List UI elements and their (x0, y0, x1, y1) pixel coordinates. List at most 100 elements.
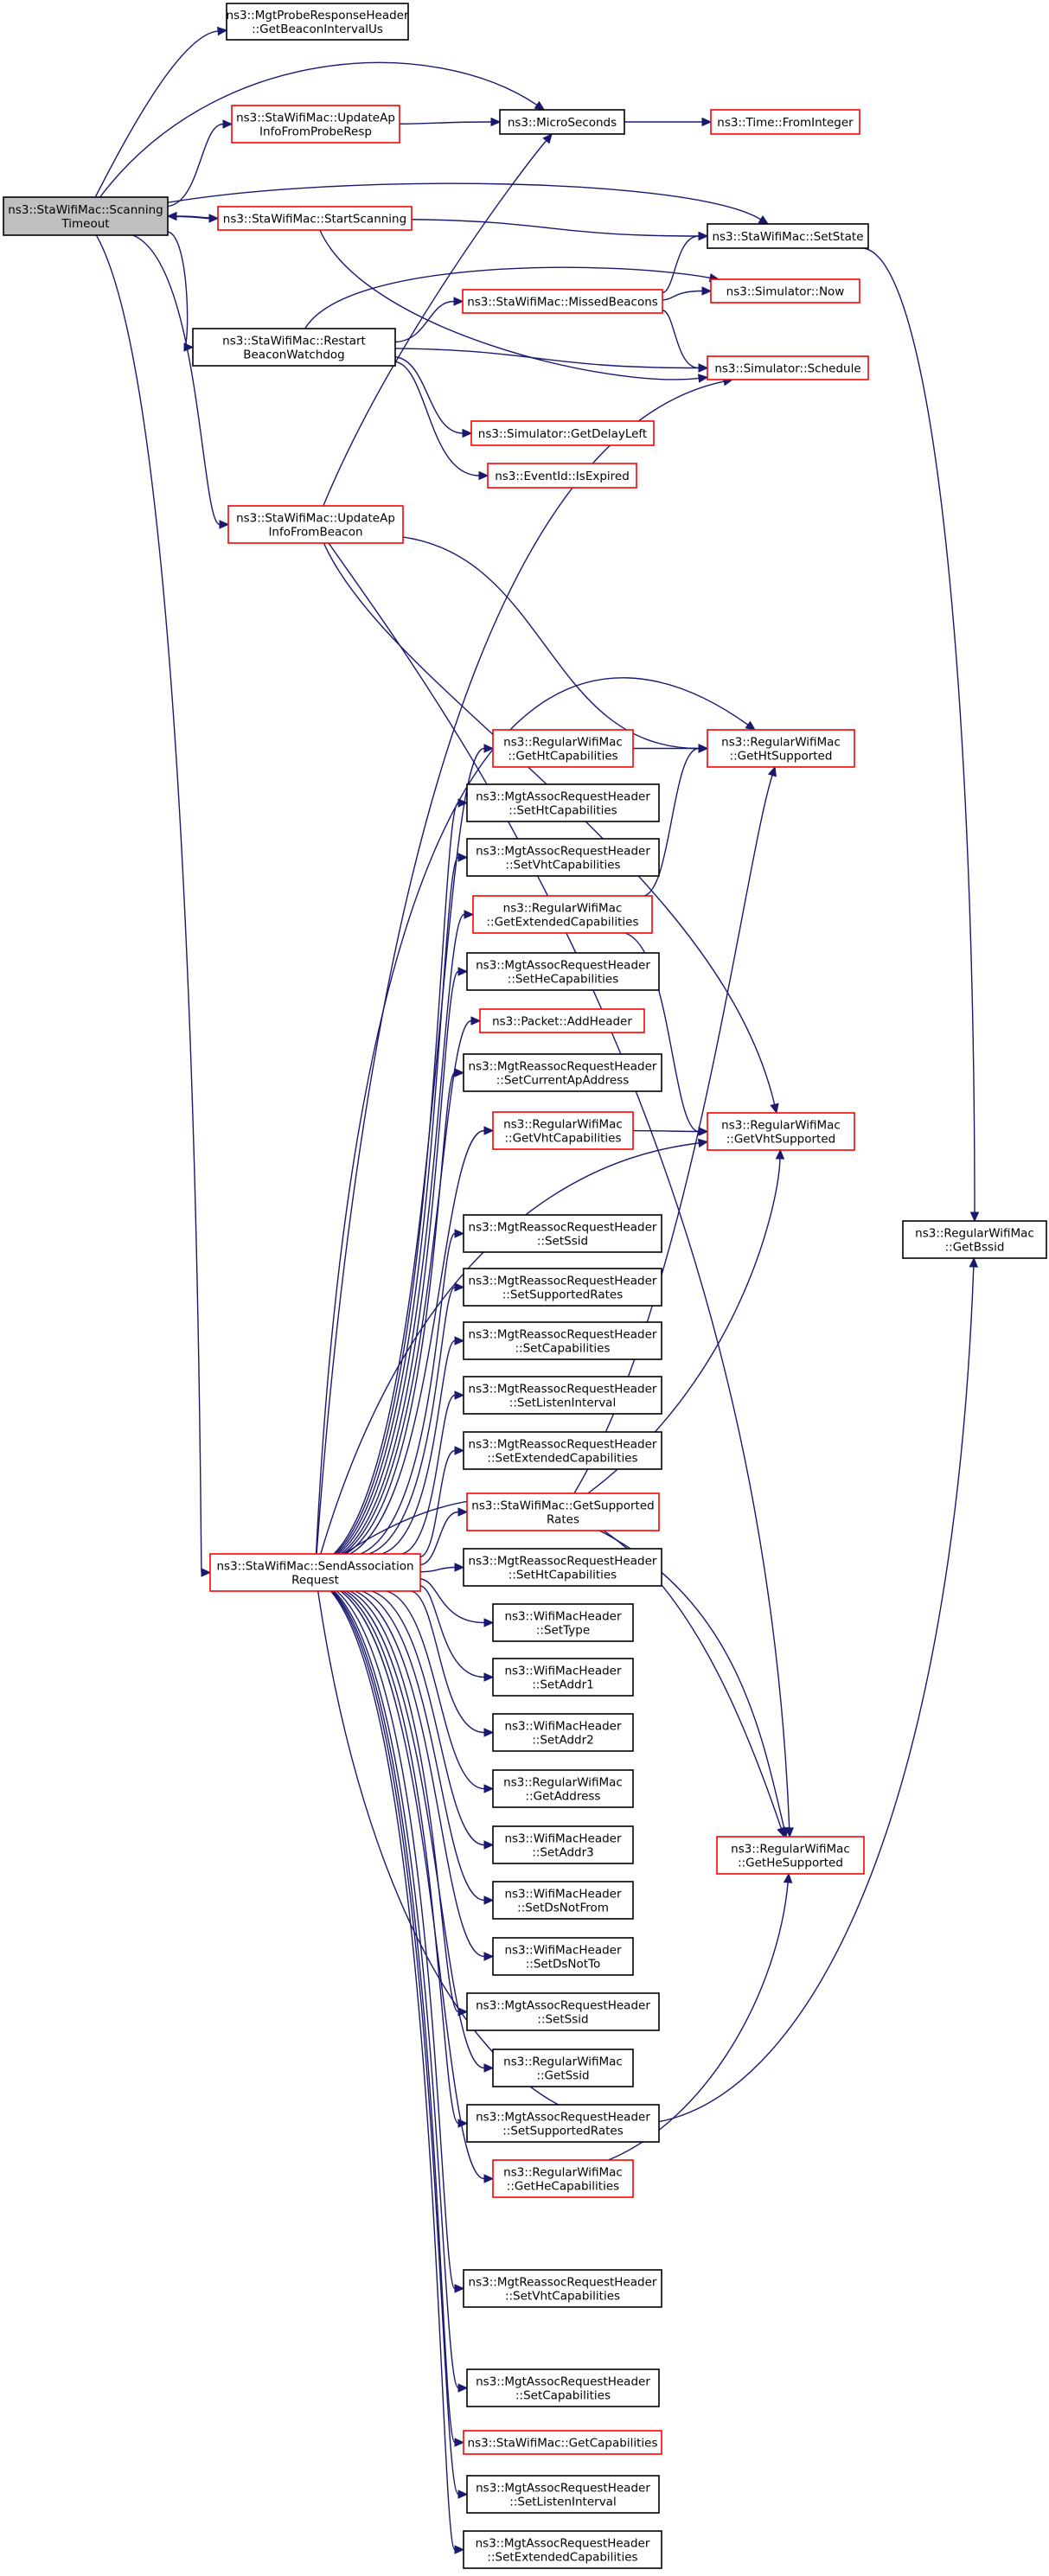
node-get_htcap[interactable]: ns3::RegularWifiMac::GetHtCapabilities (492, 729, 634, 768)
node-label-reassoc_setvht-line-1: ::SetVhtCapabilities (505, 2290, 620, 2304)
node-get_vhtcap[interactable]: ns3::RegularWifiMac::GetVhtCapabilities (492, 1111, 634, 1150)
node-reassoc_setssid[interactable]: ns3::MgtReassocRequestHeader::SetSsid (463, 1214, 662, 1253)
edge-sendassoc-to-settype (419, 1578, 485, 1624)
node-hesup[interactable]: ns3::RegularWifiMac::GetHeSupported (716, 1836, 865, 1875)
node-label-reassoc_setext-line-0: ns3::MgtReassocRequestHeader (469, 1438, 657, 1452)
node-label-reassoc_setht-line-1: ::SetHtCapabilities (509, 1569, 617, 1582)
node-box-assoc_setssid (466, 1992, 660, 2031)
node-box-getcaps (463, 2430, 662, 2455)
node-assoc_setssid[interactable]: ns3::MgtAssocRequestHeader::SetSsid (466, 1992, 660, 2031)
node-probe[interactable]: ns3::MgtProbeResponseHeader::GetBeaconIn… (226, 3, 409, 41)
node-getcaps[interactable]: ns3::StaWifiMac::GetCapabilities (463, 2430, 662, 2455)
node-assoc_setvht[interactable]: ns3::MgtAssocRequestHeader::SetVhtCapabi… (466, 838, 660, 877)
node-setstate[interactable]: ns3::StaWifiMac::SetState (707, 223, 869, 249)
node-vhtsup[interactable]: ns3::RegularWifiMac::GetVhtSupported (707, 1112, 855, 1151)
node-label-now-line-0: ns3::Simulator::Now (726, 285, 845, 299)
edge-sendassoc-to-addheader (342, 1020, 472, 1555)
node-reassoc_setvht[interactable]: ns3::MgtReassocRequestHeader::SetVhtCapa… (463, 2269, 662, 2308)
node-getaddress[interactable]: ns3::RegularWifiMac::GetAddress (492, 1769, 634, 1808)
node-addheader[interactable]: ns3::Packet::AddHeader (479, 1008, 645, 1033)
node-expired[interactable]: ns3::EventId::IsExpired (487, 463, 637, 489)
node-box-settype (492, 1603, 634, 1642)
node-settype[interactable]: ns3::WifiMacHeader::SetType (492, 1603, 634, 1642)
node-label-reassoc_setht-line-0: ns3::MgtReassocRequestHeader (469, 1555, 657, 1569)
arrowhead-sendassoc-to-reassoc_setlisten (454, 1390, 465, 1400)
edge-get_vhtcap-to-vhtsup (632, 1129, 700, 1133)
node-label-reassoc_setcaps-line-0: ns3::MgtReassocRequestHeader (469, 1328, 657, 1342)
node-startscan[interactable]: ns3::StaWifiMac::StartScanning (217, 206, 413, 231)
node-delay[interactable]: ns3::Simulator::GetDelayLeft (470, 420, 655, 446)
arrowhead-sendassoc-to-assoc_setlisten (457, 2490, 469, 2499)
node-label-htsup-line-0: ns3::RegularWifiMac (721, 736, 841, 750)
node-assoc_setht[interactable]: ns3::MgtAssocRequestHeader::SetHtCapabil… (466, 783, 660, 822)
node-reassoc_setlisten[interactable]: ns3::MgtReassocRequestHeader::SetListenI… (463, 1376, 662, 1415)
node-schedule[interactable]: ns3::Simulator::Schedule (707, 355, 869, 380)
node-label-reassoc_setcur-line-0: ns3::MgtReassocRequestHeader (469, 1060, 657, 1074)
edge-sendassoc-to-reassoc_setht (419, 1566, 456, 1573)
node-setaddr1[interactable]: ns3::WifiMacHeader::SetAddr1 (492, 1658, 634, 1697)
node-assoc_setrates[interactable]: ns3::MgtAssocRequestHeader::SetSupported… (466, 2104, 660, 2143)
node-label-setaddr1-line-1: ::SetAddr1 (532, 1678, 594, 1692)
node-setdsnotfrom[interactable]: ns3::WifiMacHeader::SetDsNotFrom (492, 1881, 634, 1920)
node-reassoc_setcaps[interactable]: ns3::MgtReassocRequestHeader::SetCapabil… (463, 1321, 662, 1360)
node-getssid[interactable]: ns3::RegularWifiMac::GetSsid (492, 2049, 634, 2087)
edge-sendassoc-to-reassoc_setlisten (401, 1394, 456, 1555)
node-label-upd_beacon-line-0: ns3::StaWifiMac::UpdateAp (236, 512, 395, 526)
arrowhead-upd_probe-to-micro (490, 117, 502, 127)
node-box-assoc_setext (463, 2530, 662, 2569)
node-get_hecap[interactable]: ns3::RegularWifiMac::GetHeCapabilities (492, 2159, 634, 2198)
node-box-scan (3, 196, 169, 236)
node-label-get_vhtcap-line-1: ::GetVhtCapabilities (505, 1132, 622, 1146)
node-label-assoc_setvht-line-0: ns3::MgtAssocRequestHeader (476, 845, 650, 859)
node-getbssid[interactable]: ns3::RegularWifiMac::GetBssid (902, 1220, 1047, 1259)
node-fromint[interactable]: ns3::Time::FromInteger (710, 109, 860, 135)
edge-sendassoc-to-setdsnotto (355, 1590, 485, 1958)
edge-missed-to-schedule (662, 310, 700, 369)
node-reassoc_setht[interactable]: ns3::MgtReassocRequestHeader::SetHtCapab… (463, 1548, 662, 1587)
node-upd_probe[interactable]: ns3::StaWifiMac::UpdateApInfoFromProbeRe… (231, 105, 400, 144)
node-box-hesup (716, 1836, 865, 1875)
arrowhead-sendassoc-to-reassoc_setcaps (454, 1336, 465, 1346)
node-reassoc_setrates[interactable]: ns3::MgtReassocRequestHeader::SetSupport… (463, 1268, 662, 1307)
node-label-expired-line-0: ns3::EventId::IsExpired (495, 470, 630, 483)
edge-scan-to-upd_beacon (132, 234, 221, 526)
node-label-get_hecap-line-0: ns3::RegularWifiMac (503, 2166, 623, 2180)
node-assoc_setext[interactable]: ns3::MgtAssocRequestHeader::SetExtendedC… (463, 2530, 662, 2569)
node-missed[interactable]: ns3::StaWifiMac::MissedBeacons (462, 289, 663, 314)
node-label-setdsnotto-line-0: ns3::WifiMacHeader (504, 1944, 622, 1958)
node-assoc_setlisten[interactable]: ns3::MgtAssocRequestHeader::SetListenInt… (466, 2475, 660, 2514)
node-htsup[interactable]: ns3::RegularWifiMac::GetHtSupported (707, 729, 855, 768)
edge-setstate-to-getbssid (863, 247, 975, 1213)
node-assoc_setcaps[interactable]: ns3::MgtAssocRequestHeader::SetCapabilit… (466, 2368, 660, 2407)
node-box-assoc_sethe (466, 952, 660, 991)
node-setaddr2[interactable]: ns3::WifiMacHeader::SetAddr2 (492, 1713, 634, 1752)
node-setaddr3[interactable]: ns3::WifiMacHeader::SetAddr3 (492, 1825, 634, 1864)
node-reassoc_setext[interactable]: ns3::MgtReassocRequestHeader::SetExtende… (463, 1431, 662, 1470)
node-get_extcap[interactable]: ns3::RegularWifiMac::GetExtendedCapabili… (472, 895, 653, 934)
node-box-setaddr3 (492, 1825, 634, 1864)
node-label-reassoc_setssid-line-1: ::SetSsid (537, 1235, 588, 1249)
edge-restart-to-schedule (394, 348, 700, 369)
node-assoc_sethe[interactable]: ns3::MgtAssocRequestHeader::SetHeCapabil… (466, 952, 660, 991)
edge-sendassoc-to-get_vhtcap (349, 1129, 485, 1555)
node-now[interactable]: ns3::Simulator::Now (710, 278, 860, 304)
node-label-reassoc_setlisten-line-1: ::SetListenInterval (509, 1397, 616, 1410)
node-label-assoc_setht-line-0: ns3::MgtAssocRequestHeader (476, 790, 650, 804)
node-label-upd_probe-line-1: InfoFromProbeResp (259, 125, 372, 139)
node-label-assoc_setext-line-1: ::SetExtendedCapabilities (487, 2551, 637, 2565)
node-box-reassoc_setvht (463, 2269, 662, 2308)
node-label-setaddr3-line-1: ::SetAddr3 (532, 1846, 594, 1860)
node-reassoc_setcur[interactable]: ns3::MgtReassocRequestHeader::SetCurrent… (463, 1053, 662, 1092)
arrowhead-setstate-to-getbssid (969, 1211, 980, 1223)
node-setdsnotto[interactable]: ns3::WifiMacHeader::SetDsNotTo (492, 1937, 634, 1976)
arrowhead-missed-to-now (701, 286, 713, 296)
arrowhead-sendassoc-to-setaddr3 (483, 1840, 495, 1850)
node-micro[interactable]: ns3::MicroSeconds (499, 109, 625, 135)
edge-sendassoc-to-get_hecap (340, 1590, 485, 2180)
node-box-upd_beacon (227, 505, 404, 544)
